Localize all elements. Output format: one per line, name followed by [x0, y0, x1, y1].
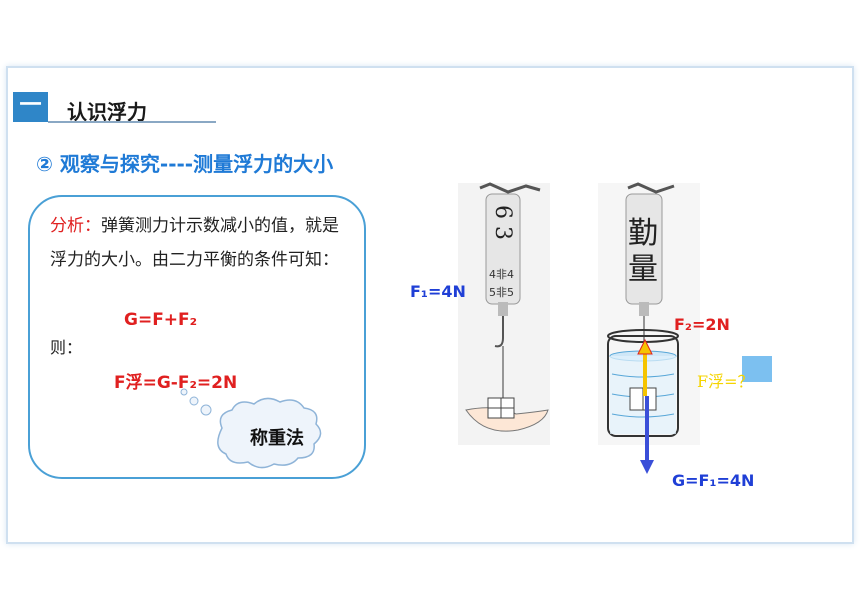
analysis-label: 分析： — [50, 216, 101, 236]
section-title: 认识浮力 — [67, 100, 147, 124]
gravity-label: G=F₁=4N — [672, 471, 755, 490]
left-scale-tick-5: 5非5 — [489, 286, 514, 299]
slide-subtitle: ② 观察与探究----测量浮力的大小 — [36, 152, 334, 176]
analysis-text: 分析：弹簧测力计示数减小的值，就是浮力的大小。由二力平衡的条件可知： — [50, 209, 340, 277]
section-number-badge: 一 — [13, 92, 48, 122]
formula-equilibrium: G=F+F₂ — [124, 310, 198, 330]
right-scale-char-2: 量 — [628, 252, 658, 287]
then-label: 则： — [50, 338, 83, 357]
f2-label: F₂=2N — [674, 315, 730, 334]
cloud-label: 称重法 — [250, 428, 304, 449]
right-scale-char-1: 勤 — [628, 216, 658, 251]
analysis-body: 弹簧测力计示数减小的值，就是浮力的大小。由二力平衡的条件可知： — [50, 216, 339, 270]
f1-label: F₁=4N — [410, 282, 466, 301]
formula-buoyancy: F浮=G-F₂=2N — [114, 373, 238, 393]
buoyancy-label: F浮=？ — [697, 372, 754, 391]
left-scale-tick-4: 4非4 — [489, 268, 514, 281]
section-underline — [48, 121, 216, 123]
question-box — [742, 356, 772, 382]
left-scale-digits: 6 3 — [490, 205, 515, 240]
